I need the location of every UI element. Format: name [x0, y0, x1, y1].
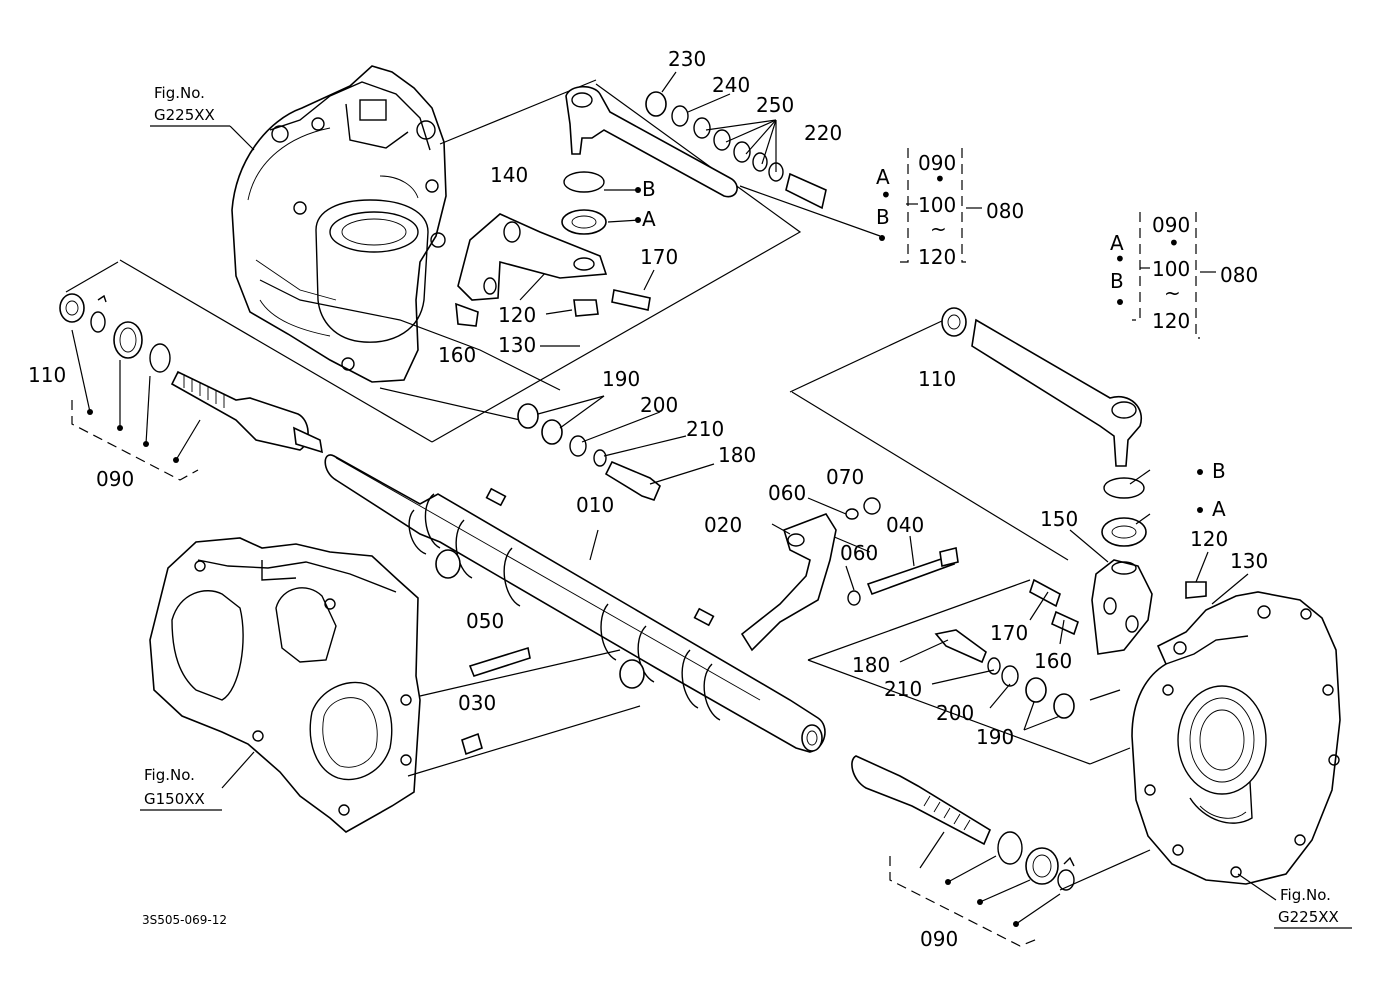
part-label-090-b: 090	[918, 151, 956, 175]
fig-ref-caption-1: Fig.No.	[154, 84, 205, 102]
tie-rod-upper-left	[565, 85, 827, 210]
part-label-190-b: 190	[976, 725, 1014, 749]
part-label-120-a: 120	[498, 303, 536, 327]
marker-a-1: A	[642, 207, 656, 231]
part-label-010: 010	[576, 493, 614, 517]
part-label-210-b: 210	[884, 677, 922, 701]
part-label-040: 040	[886, 513, 924, 537]
marker-a-2: A	[876, 165, 890, 189]
part-label-110-b: 110	[918, 367, 956, 391]
part-label-160-a: 160	[438, 343, 476, 367]
dashed-assy-brackets	[71, 148, 1216, 947]
part-label-170-a: 170	[640, 245, 678, 269]
part-label-120-d: 120	[1190, 527, 1228, 551]
part-label-130-a: 130	[498, 333, 536, 357]
part-label-130-b: 130	[1230, 549, 1268, 573]
part-label-180-a: 180	[718, 443, 756, 467]
tie-rod-upper-right	[941, 307, 1147, 547]
part-label-210-a: 210	[686, 417, 724, 441]
part-label-080-b: 080	[1220, 263, 1258, 287]
part-label-090-c: 090	[1152, 213, 1190, 237]
part-label-110-a: 110	[28, 363, 66, 387]
part-label-200-a: 200	[640, 393, 678, 417]
part-label-170-b: 170	[990, 621, 1028, 645]
part-label-200-b: 200	[936, 701, 974, 725]
part-label-190-a: 190	[602, 367, 640, 391]
part-label-220: 220	[804, 121, 842, 145]
fig-ref-caption-2: Fig.No.	[144, 766, 195, 784]
dot-sep-4: •	[1168, 231, 1180, 255]
part-label-050: 050	[466, 609, 504, 633]
marker-b-2: B	[876, 205, 890, 229]
tie-rod-left	[59, 293, 324, 454]
part-label-150: 150	[1040, 507, 1078, 531]
tie-rod-right	[851, 755, 1075, 891]
part-label-120-b: 120	[918, 245, 956, 269]
bracket-020	[461, 497, 959, 756]
fig-ref-code-2: G150XX	[144, 790, 205, 808]
marker-b-4: B	[1212, 459, 1226, 483]
knuckle-arm-150	[1029, 559, 1207, 655]
part-label-090-d: 090	[920, 927, 958, 951]
housing-upper-left	[231, 65, 447, 383]
part-label-160-b: 160	[1034, 649, 1072, 673]
marker-b-3: B	[1110, 269, 1124, 293]
fig-ref-caption-3: Fig.No.	[1280, 886, 1331, 904]
knuckle-arm-140	[455, 171, 651, 327]
leader-lines	[65, 79, 1151, 891]
marker-b-1: B	[642, 177, 656, 201]
part-label-060-b: 060	[840, 541, 878, 565]
washers-middle	[517, 403, 1075, 719]
fig-ref-code-3: G225XX	[1278, 908, 1339, 926]
tilde-2: ~	[1164, 281, 1181, 305]
part-label-080-a: 080	[986, 199, 1024, 223]
tilde-1: ~	[930, 217, 947, 241]
part-label-100-b: 100	[1152, 257, 1190, 281]
fig-ref-code-1: G225XX	[154, 106, 215, 124]
label-leaders	[221, 71, 1277, 901]
part-label-070: 070	[826, 465, 864, 489]
part-label-020: 020	[704, 513, 742, 537]
drawing-code: 3S505-069-12	[142, 913, 227, 927]
part-label-250: 250	[756, 93, 794, 117]
dot-sep-1: •	[880, 183, 892, 207]
part-label-090-a: 090	[96, 467, 134, 491]
part-label-180-b: 180	[852, 653, 890, 677]
part-label-100-a: 100	[918, 193, 956, 217]
dot-sep-3: •	[1114, 247, 1126, 271]
housing-lower-right	[1131, 591, 1341, 885]
part-label-060-a: 060	[768, 481, 806, 505]
marker-a-4: A	[1212, 497, 1226, 521]
part-label-240: 240	[712, 73, 750, 97]
part-label-230: 230	[668, 47, 706, 71]
marker-a-3: A	[1110, 231, 1124, 255]
housing-lower-left	[149, 537, 421, 833]
dot-sep-2: •	[934, 167, 946, 191]
part-label-030: 030	[458, 691, 496, 715]
part-label-120-c: 120	[1152, 309, 1190, 333]
part-label-140: 140	[490, 163, 528, 187]
steering-cylinder-010	[324, 454, 826, 753]
